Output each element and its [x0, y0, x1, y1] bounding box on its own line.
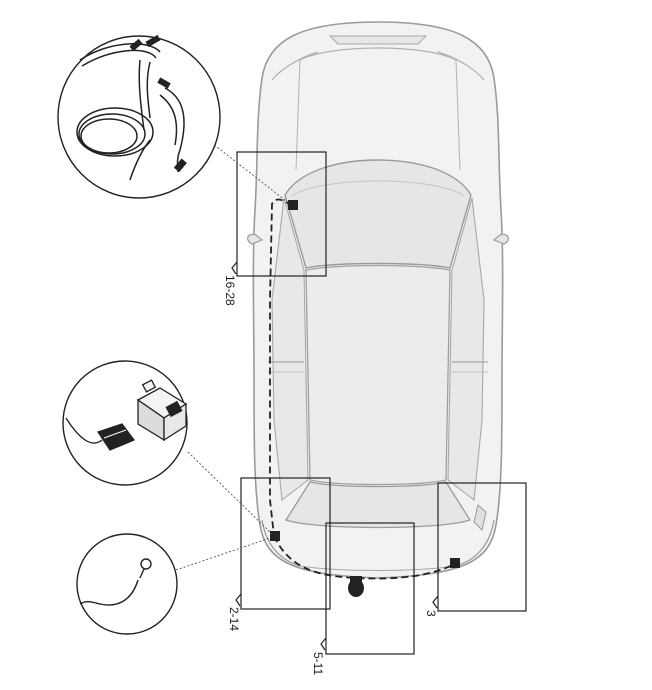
right-side-window: [447, 197, 485, 502]
front-notch: [231, 261, 238, 275]
left-tail-light: [261, 519, 301, 567]
rear-left-notch: [235, 593, 242, 607]
tow-ball: [348, 576, 364, 597]
leader-socket: [187, 451, 273, 535]
front-grille: [328, 35, 428, 45]
callout-boxes: [236, 151, 527, 655]
rear-center-notch: [320, 637, 327, 651]
front-connector: [288, 200, 298, 210]
right-rear-lamp: [473, 504, 487, 531]
left-mirror: [247, 233, 264, 245]
detail-circle-ring-terminal: [76, 533, 178, 635]
label-front-dash: 16-28: [223, 275, 237, 306]
left-side-window: [271, 197, 309, 502]
leader-lines: [175, 139, 291, 571]
rear-left-box: [240, 477, 331, 610]
right-mirror: [492, 233, 509, 245]
left-headlight: [271, 51, 319, 81]
car-top-view: [247, 21, 509, 579]
rear-right-connector: [450, 558, 460, 568]
rear-right-box: [437, 482, 527, 612]
detail-circle-socket: [62, 360, 188, 486]
hood-line: [299, 47, 457, 61]
rear-center-box: [325, 522, 415, 655]
windshield: [284, 159, 472, 269]
label-notches: [231, 261, 439, 651]
leader-harness: [207, 139, 291, 205]
label-rear-center: 5-11: [311, 652, 325, 675]
harness-coil-icon: [76, 43, 185, 181]
detail-circle-harness: [57, 34, 221, 199]
socket-module-icon: [136, 379, 188, 442]
ring-terminal-icon: [79, 558, 152, 606]
hood-right-line: [455, 59, 461, 171]
rear-left-connector: [270, 531, 280, 541]
leader-ring: [175, 537, 271, 571]
harness-plugs-icon: [129, 34, 187, 173]
rear-right-notch: [432, 595, 439, 609]
windshield-reflection: [291, 180, 465, 197]
rear-window: [285, 481, 471, 529]
label-rear-right: 3: [424, 610, 438, 617]
label-rear-left: 2-14: [227, 607, 241, 631]
rear-bumper: [299, 565, 457, 572]
socket-plug-icon: [65, 417, 136, 451]
right-tail-light: [455, 519, 495, 567]
right-headlight: [437, 51, 485, 81]
front-box: [236, 151, 327, 277]
roof: [305, 264, 451, 486]
